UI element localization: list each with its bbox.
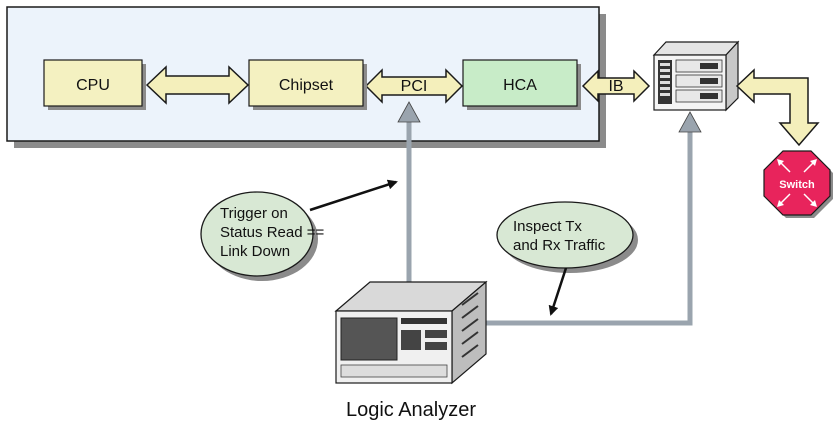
hca-block: HCA bbox=[462, 59, 581, 110]
logic-analyzer-icon bbox=[334, 280, 488, 385]
pci-probe-cable bbox=[397, 101, 421, 305]
trigger-line-3: Link Down bbox=[220, 243, 290, 260]
trigger-line-1: Trigger on bbox=[220, 205, 288, 222]
logic-analyzer-label: Logic Analyzer bbox=[346, 399, 476, 421]
cpu-chipset-arrow bbox=[145, 65, 250, 105]
chipset-label: Chipset bbox=[279, 77, 334, 94]
switch-icon: Switch bbox=[763, 150, 833, 218]
cpu-block: CPU bbox=[43, 59, 146, 110]
switch-label: Switch bbox=[779, 179, 815, 191]
pci-label: PCI bbox=[401, 78, 428, 95]
inspect-callout: Inspect Tx and Rx Traffic bbox=[496, 201, 638, 316]
switch-link-arrow bbox=[735, 68, 820, 147]
ib-label: IB bbox=[608, 78, 623, 95]
cpu-label: CPU bbox=[76, 77, 110, 94]
inspect-line-1: Inspect Tx bbox=[513, 218, 582, 235]
switch-enclosure-icon bbox=[652, 40, 740, 112]
hca-label: HCA bbox=[503, 77, 537, 94]
chipset-block: Chipset bbox=[248, 59, 367, 110]
ib-arrow bbox=[581, 69, 651, 103]
pci-arrow bbox=[364, 68, 464, 104]
ib-probe-cable bbox=[486, 111, 702, 326]
trigger-line-2: Status Read == bbox=[220, 224, 324, 241]
inspect-line-2: and Rx Traffic bbox=[513, 237, 606, 254]
trigger-callout: Trigger on Status Read == Link Down bbox=[200, 179, 398, 281]
